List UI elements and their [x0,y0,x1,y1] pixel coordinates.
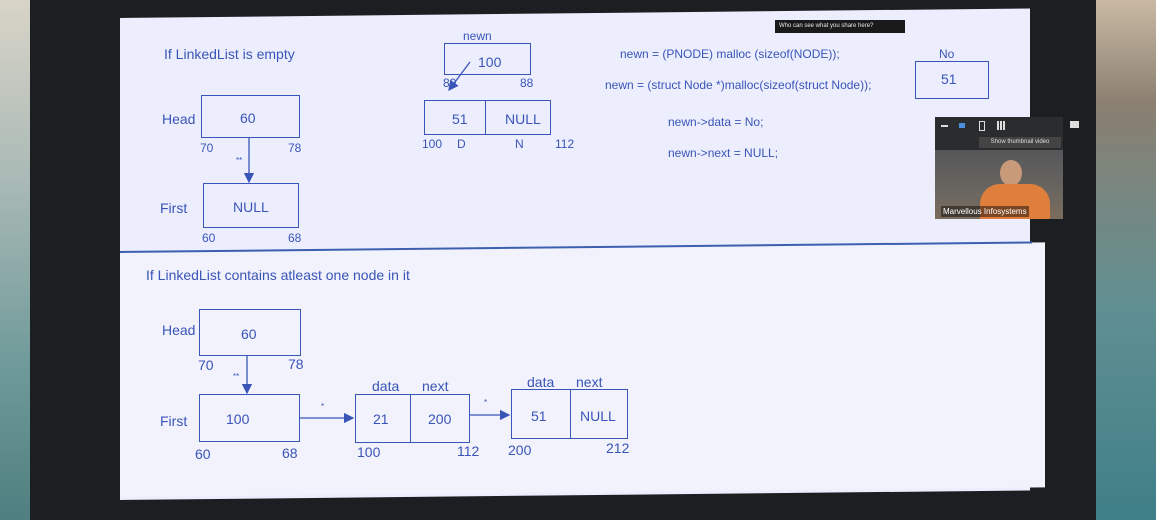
newn-label: newn [463,29,492,43]
node2-addr-end: 212 [606,440,630,456]
video-call-overlay[interactable]: Marvellous Infosystems [935,117,1079,219]
newn-node-addr-start: 100 [422,137,443,151]
pointer-mark-1: * [321,402,325,411]
no-variable-box [915,61,989,99]
empty-first-box [203,183,299,228]
window-icon[interactable] [959,123,965,128]
nonempty-section-title: If LinkedList contains atleast one node … [146,267,410,283]
code-line-3: newn->data = No; [668,115,764,129]
nonempty-head-addr-right: 78 [288,356,304,372]
empty-first-label: First [160,200,188,216]
node2-data-header: data [527,374,555,390]
thumbnail-tooltip: Show thumbnail video [979,137,1061,148]
empty-double-pointer-mark: ** [236,156,243,165]
presenter-video [935,150,1063,219]
empty-head-addr-right: 78 [288,141,302,155]
nonempty-double-pointer-mark: ** [233,372,240,381]
code-line-2: newn = (struct Node *)malloc(sizeof(stru… [605,78,872,92]
nonempty-head-addr-left: 70 [198,357,214,373]
node1-next-value: 200 [428,411,452,427]
popout-icon[interactable] [1070,121,1079,128]
code-line-1: newn = (PNODE) malloc (sizeof(NODE)); [620,47,840,61]
nonempty-head-label: Head [162,322,196,338]
thumbnail-icon[interactable] [979,121,985,131]
newn-node-addr-end: 112 [555,137,575,151]
presenter-shirt [980,184,1050,219]
nonempty-head-box [199,309,301,356]
newn-node-n-label: N [515,137,524,151]
empty-head-value: 60 [240,110,256,126]
presenter-name: Marvellous Infosystems [941,206,1029,217]
no-variable-value: 51 [941,71,957,87]
newn-box [444,43,531,75]
node2-addr-start: 200 [508,442,532,458]
empty-head-box [201,95,300,138]
pointer-mark-2: * [484,398,488,407]
empty-head-label: Head [162,111,196,127]
node1-next-header: next [422,378,449,394]
photo-background-right [1096,0,1156,520]
empty-first-addr-left: 60 [202,231,216,245]
nonempty-first-value: 100 [226,411,250,427]
presenter-head [1000,160,1022,186]
node1-addr-start: 100 [357,444,381,460]
node2-data-value: 51 [531,408,547,424]
minimize-icon[interactable] [941,125,948,127]
newn-node-data: 51 [452,111,468,127]
node1-addr-end: 112 [457,443,480,459]
newn-node-d-label: D [457,137,466,151]
newn-value: 100 [478,54,502,70]
grid-icon[interactable] [997,121,1006,130]
code-line-4: newn->next = NULL; [668,146,779,160]
newn-node-next: NULL [505,111,541,127]
empty-first-value: NULL [233,199,269,215]
nonempty-first-addr-right: 68 [282,445,298,461]
nonempty-first-addr-left: 60 [195,446,211,462]
newn-addr-right: 88 [520,76,534,90]
node2-next-value: NULL [580,408,616,424]
node1-data-header: data [372,378,400,394]
empty-first-addr-right: 68 [288,231,302,245]
newn-to-node-arrow [448,61,471,92]
no-variable-label: No [939,47,955,61]
node1-next-cell [410,394,470,443]
empty-head-addr-left: 70 [200,141,214,155]
node1-data-value: 21 [373,411,389,427]
newn-node-next-cell [485,100,551,135]
nonempty-head-value: 60 [241,326,257,342]
node2-next-header: next [576,374,603,390]
nonempty-first-box [199,394,300,442]
node2-next-cell [570,389,628,439]
video-toolbar [935,117,1079,135]
nonempty-first-label: First [160,413,188,429]
share-visibility-banner[interactable]: Who can see what you share here? [775,20,905,33]
empty-section-title: If LinkedList is empty [164,46,295,62]
